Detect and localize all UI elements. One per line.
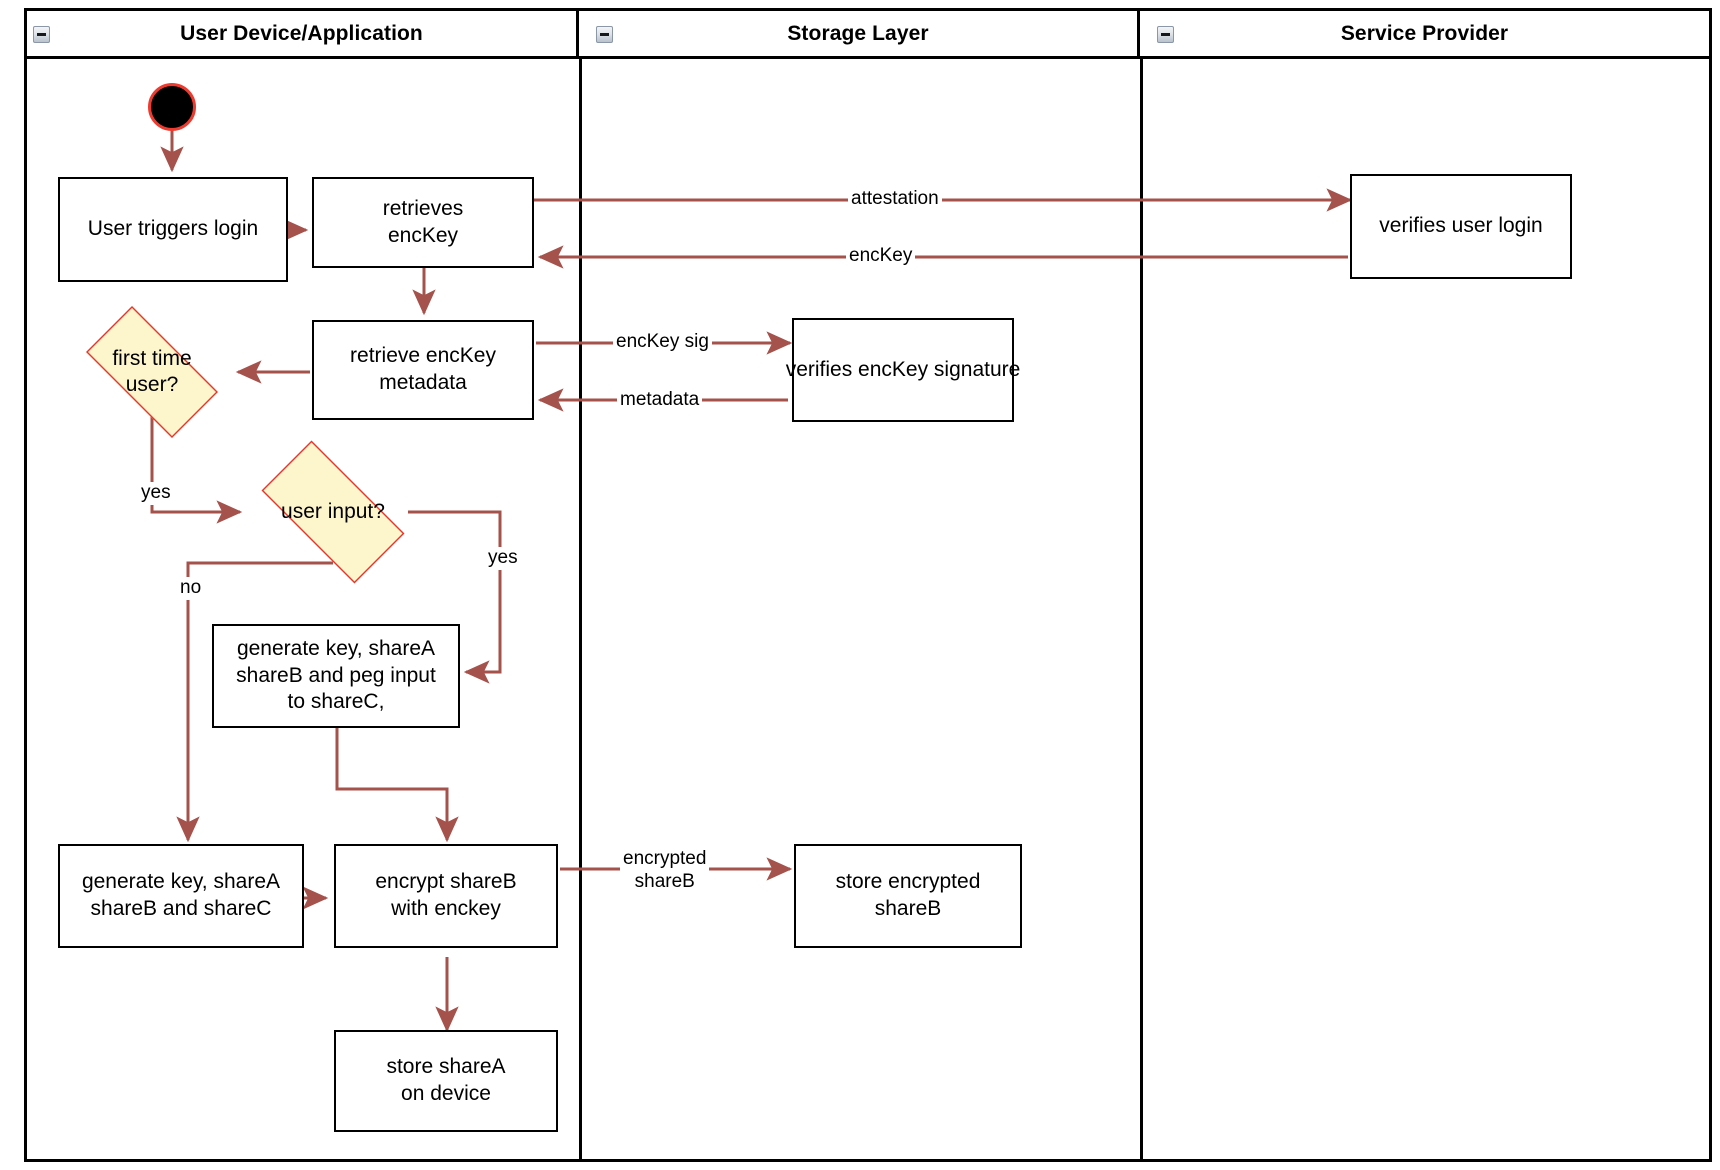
collapse-minus-icon-service-provider[interactable] [1157, 26, 1174, 43]
action-verifies-enckey-signature-label: verifies encKey signature [785, 357, 1021, 381]
edge-label-attestation: attestation [848, 188, 942, 211]
edge-label-metadata: metadata [617, 389, 703, 412]
action-verifies-enckey-signature[interactable]: verifies encKey signature [786, 318, 1020, 422]
action-verifies-user-login[interactable]: verifies user login [1350, 174, 1572, 279]
edge-label-encrypted-shareb: encrypted shareB [620, 848, 710, 894]
decision-user-input[interactable]: user input? [240, 440, 426, 584]
initial-node[interactable] [148, 83, 196, 131]
action-retrieves-enckey[interactable]: retrieves encKey [312, 177, 534, 268]
lane-header-user-device[interactable]: User Device/Application [27, 11, 579, 59]
collapse-minus-icon-user-device[interactable] [33, 26, 50, 43]
action-store-encrypted-shareb[interactable]: store encrypted shareB [794, 844, 1022, 948]
action-generate-peg[interactable]: generate key, shareA shareB and peg inpu… [212, 624, 460, 728]
edge-label-yes-first-time: yes [138, 482, 174, 505]
lane-divider-2 [1140, 59, 1143, 1162]
lane-title-user-device: User Device/Application [180, 21, 423, 45]
lane-title-storage: Storage Layer [787, 21, 929, 45]
lane-divider-1 [579, 59, 582, 1162]
edge-label-enckey-sig: encKey sig [613, 331, 712, 354]
action-encrypt-shareb[interactable]: encrypt shareB with enckey [334, 844, 558, 948]
swimlane-frame [24, 8, 1712, 1162]
lane-header-storage[interactable]: Storage Layer [579, 11, 1140, 59]
action-generate-shares[interactable]: generate key, shareA shareB and shareC [58, 844, 304, 948]
decision-first-time-user-label: first time user? [112, 347, 192, 396]
decision-first-time-user[interactable]: first time user? [66, 306, 238, 438]
decision-user-input-label: user input? [281, 500, 385, 524]
action-retrieve-enckey-metadata[interactable]: retrieve encKey metadata [312, 320, 534, 420]
collapse-minus-icon-storage[interactable] [596, 26, 613, 43]
edge-label-enckey: encKey [846, 245, 916, 268]
action-store-sharea[interactable]: store shareA on device [334, 1030, 558, 1132]
edge-label-yes-user-input: yes [485, 547, 521, 570]
action-user-triggers-login[interactable]: User triggers login [58, 177, 288, 282]
lane-header-service-provider[interactable]: Service Provider [1140, 11, 1709, 59]
edge-label-no-user-input: no [177, 577, 205, 600]
lane-title-service-provider: Service Provider [1340, 21, 1509, 45]
